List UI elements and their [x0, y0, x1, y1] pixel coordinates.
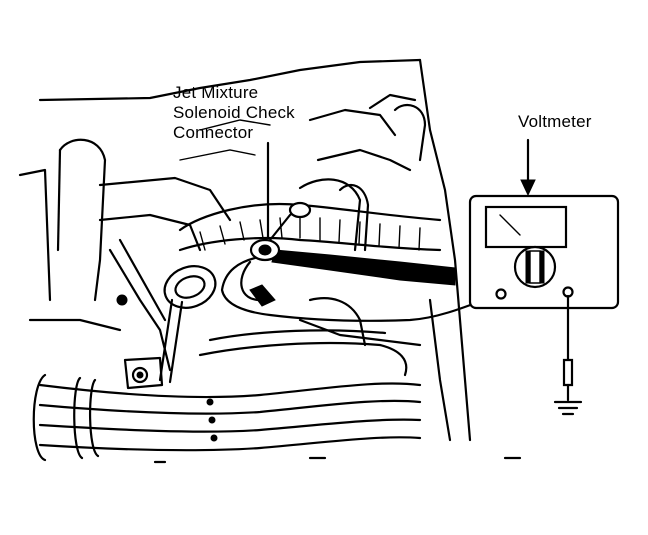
voltmeter [468, 194, 620, 416]
engine-block-outlines [18, 58, 472, 442]
connector-label-line2: Solenoid Check [173, 103, 295, 122]
voltmeter-label: Voltmeter [518, 112, 592, 131]
test-leads [220, 256, 499, 322]
connector-harness-dark [271, 249, 456, 286]
hoses [32, 297, 422, 462]
bolts [116, 294, 164, 390]
connector-label-line3: Connector [173, 123, 254, 142]
check-connector [249, 201, 312, 262]
bottom-dashes [153, 456, 522, 464]
dipstick-loop [158, 265, 217, 384]
connector-label-line1: Jet Mixture [173, 83, 259, 102]
label-pointers [266, 138, 536, 240]
